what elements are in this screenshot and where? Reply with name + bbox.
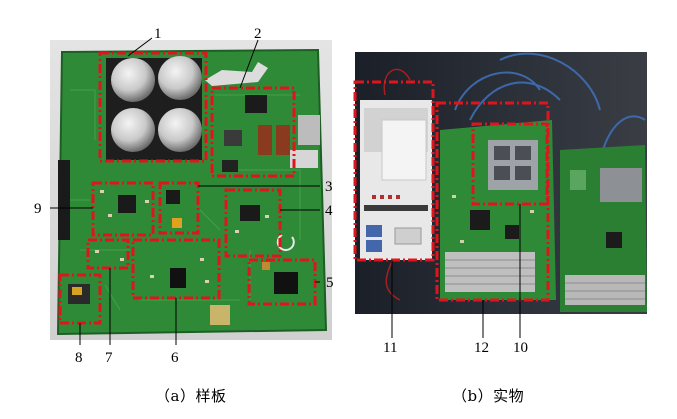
label-3: 3 <box>325 179 333 195</box>
label-4: 4 <box>325 203 333 219</box>
box-10-ports <box>471 122 549 206</box>
box-9 <box>91 181 155 237</box>
box-1-capacitors <box>98 51 208 163</box>
electrolytic-capacitors <box>106 56 202 160</box>
box-11-controller <box>353 80 435 262</box>
labels-a: 1 2 3 4 5 6 7 8 9 <box>34 26 334 366</box>
label-9: 9 <box>34 201 42 217</box>
labels-b: 11 12 10 <box>383 340 528 356</box>
label-10: 10 <box>513 340 528 356</box>
photo-sample-board <box>50 40 332 340</box>
box-3 <box>158 181 200 235</box>
box-7 <box>86 238 130 270</box>
drive-board-middle <box>440 120 556 300</box>
label-12: 12 <box>474 340 489 356</box>
caption-b: （b）实物 <box>452 385 524 406</box>
label-1: 1 <box>154 26 162 42</box>
label-5: 5 <box>326 275 334 291</box>
leader-lines-a <box>50 37 320 345</box>
label-6: 6 <box>171 350 179 366</box>
caption-a-text: （a）样板 <box>155 387 227 405</box>
leader-lines-b <box>391 204 521 338</box>
drive-board-right <box>560 145 647 312</box>
highlight-boxes-b <box>353 80 550 302</box>
box-4 <box>224 188 282 258</box>
label-2: 2 <box>254 26 262 42</box>
box-12-board <box>435 101 550 302</box>
caption-b-text: （b）实物 <box>452 387 525 405</box>
photo-real-hardware <box>355 52 647 314</box>
label-11: 11 <box>383 340 397 356</box>
label-7: 7 <box>105 350 113 366</box>
box-2-power <box>210 86 296 178</box>
caption-a: （a）样板 <box>155 385 226 406</box>
controller-module <box>360 100 432 260</box>
label-8: 8 <box>75 350 83 366</box>
